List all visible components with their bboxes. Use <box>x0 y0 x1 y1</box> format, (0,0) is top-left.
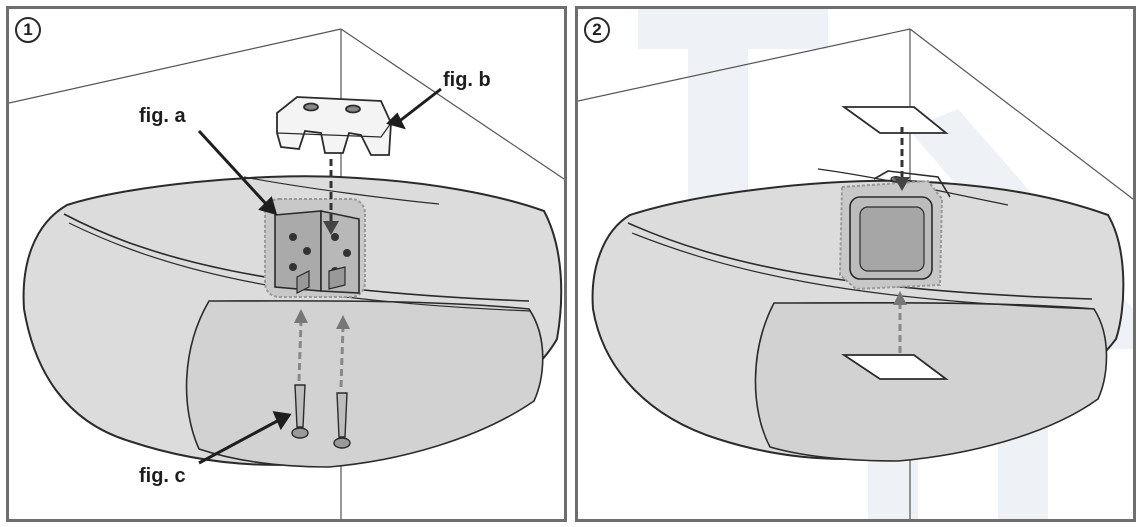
callout-arrows <box>197 87 442 465</box>
callout-fig-a: fig. a <box>139 105 186 127</box>
speaker-cabinet <box>591 168 1125 462</box>
step-2-illustration <box>578 9 1133 519</box>
callout-fig-c: fig. c <box>139 465 186 487</box>
screw-insert-arrows <box>294 309 350 388</box>
step-number-badge: 1 <box>15 17 41 43</box>
step-1-illustration <box>9 28 564 519</box>
callout-fig-b: fig. b <box>443 69 491 91</box>
wall-bracket <box>264 198 366 298</box>
top-clip <box>276 96 392 156</box>
step-2-panel: 2 <box>575 6 1136 522</box>
clip-insert-arrow <box>323 159 339 235</box>
bottom-cover-plate <box>841 291 949 380</box>
speaker-cabinet <box>22 175 563 468</box>
top-cover-plate <box>841 106 949 191</box>
mounted-bracket <box>838 170 951 291</box>
mounting-screws <box>291 384 351 449</box>
step-1-panel: 1 fig. a fig. b fig. c <box>6 6 567 522</box>
step-number-badge: 2 <box>584 17 610 43</box>
